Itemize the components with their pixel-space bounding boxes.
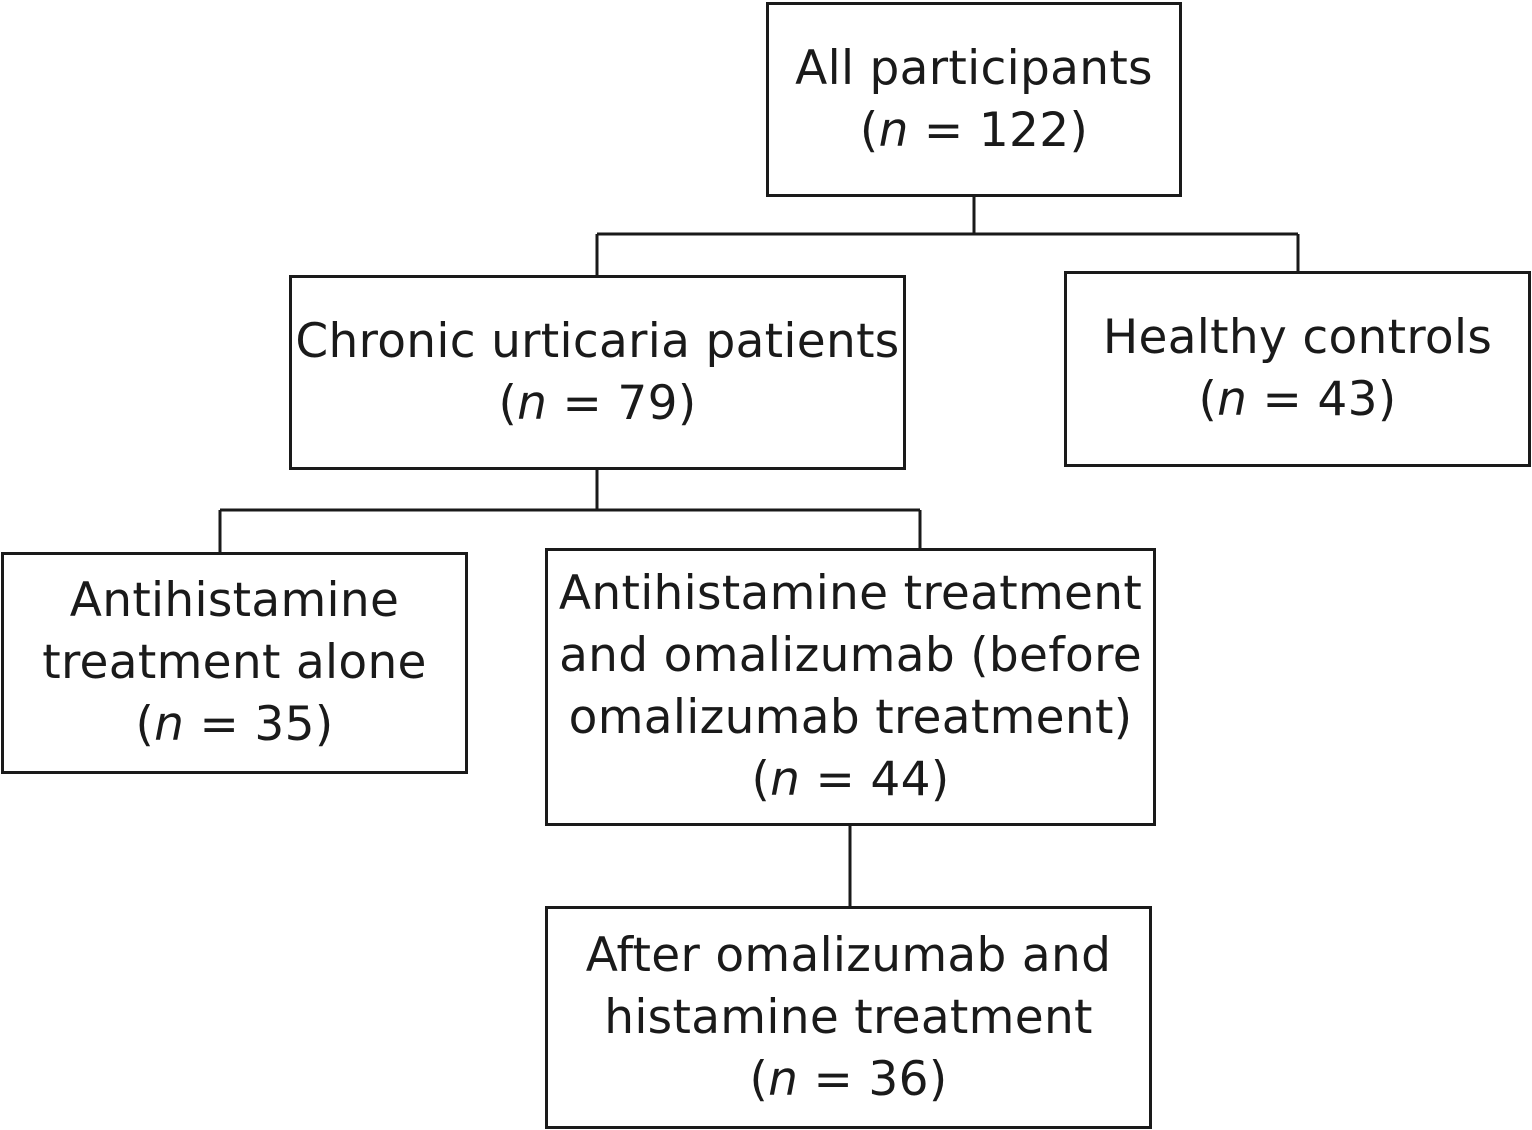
count-value: 35 (254, 697, 315, 752)
count-close-paren: ) (314, 697, 334, 752)
count-variable: n (768, 1051, 799, 1107)
node-label-line: Antihistamine (69, 573, 400, 628)
count-open-paren: ( (498, 375, 518, 431)
count-variable: n (517, 375, 548, 431)
node-label-line: Healthy controls (1102, 310, 1493, 365)
node-healthy-controls: Healthy controls(n = 43) (1064, 271, 1531, 467)
node-label-line: omalizumab treatment) (568, 690, 1133, 745)
node-label-line: and omalizumab (before (559, 628, 1142, 683)
count-close-paren: ) (1377, 372, 1397, 427)
count-equals: = (800, 752, 871, 807)
node-antihistamine-and-omalizumab-before: Antihistamine treatment and omalizumab (b… (545, 548, 1156, 826)
node-label-line: treatment alone (42, 635, 427, 690)
count-open-paren: ( (859, 102, 879, 158)
node-count: (n = 44) (752, 749, 950, 811)
count-equals: = (908, 102, 979, 158)
count-variable: n (878, 102, 909, 158)
node-label-line: After omalizumab and (585, 927, 1112, 983)
count-value: 44 (870, 752, 931, 807)
count-equals: = (798, 1051, 869, 1107)
count-equals: = (1247, 372, 1318, 427)
node-label-line: All participants (795, 40, 1153, 96)
count-close-paren: ) (928, 1051, 948, 1107)
count-value: 79 (617, 375, 678, 431)
count-value: 43 (1317, 372, 1378, 427)
count-close-paren: ) (677, 375, 697, 431)
count-variable: n (770, 752, 801, 807)
node-count: (n = 43) (1199, 369, 1397, 431)
connector-chronic-to-subgroups (218, 470, 922, 552)
node-label-line: histamine treatment (604, 989, 1093, 1045)
count-equals: = (547, 375, 618, 431)
count-value: 36 (868, 1051, 929, 1107)
node-count: (n = 79) (499, 373, 697, 435)
count-open-paren: ( (751, 752, 771, 807)
node-label-line: Antihistamine treatment (558, 566, 1143, 621)
node-all-participants: All participants(n = 122) (766, 2, 1182, 197)
count-variable: n (1217, 372, 1248, 427)
connector-all-to-chronic-healthy (595, 197, 1300, 275)
count-variable: n (154, 697, 185, 752)
count-open-paren: ( (749, 1051, 769, 1107)
node-count: (n = 122) (860, 100, 1088, 162)
count-value: 122 (978, 102, 1070, 158)
node-count: (n = 35) (136, 694, 334, 756)
count-open-paren: ( (1198, 372, 1218, 427)
count-close-paren: ) (1069, 102, 1089, 158)
count-open-paren: ( (135, 697, 155, 752)
node-label-line: Chronic urticaria patients (295, 313, 900, 369)
node-count: (n = 36) (750, 1049, 948, 1111)
node-chronic-urticaria-patients: Chronic urticaria patients(n = 79) (289, 275, 906, 470)
count-equals: = (184, 697, 255, 752)
count-close-paren: ) (930, 752, 950, 807)
